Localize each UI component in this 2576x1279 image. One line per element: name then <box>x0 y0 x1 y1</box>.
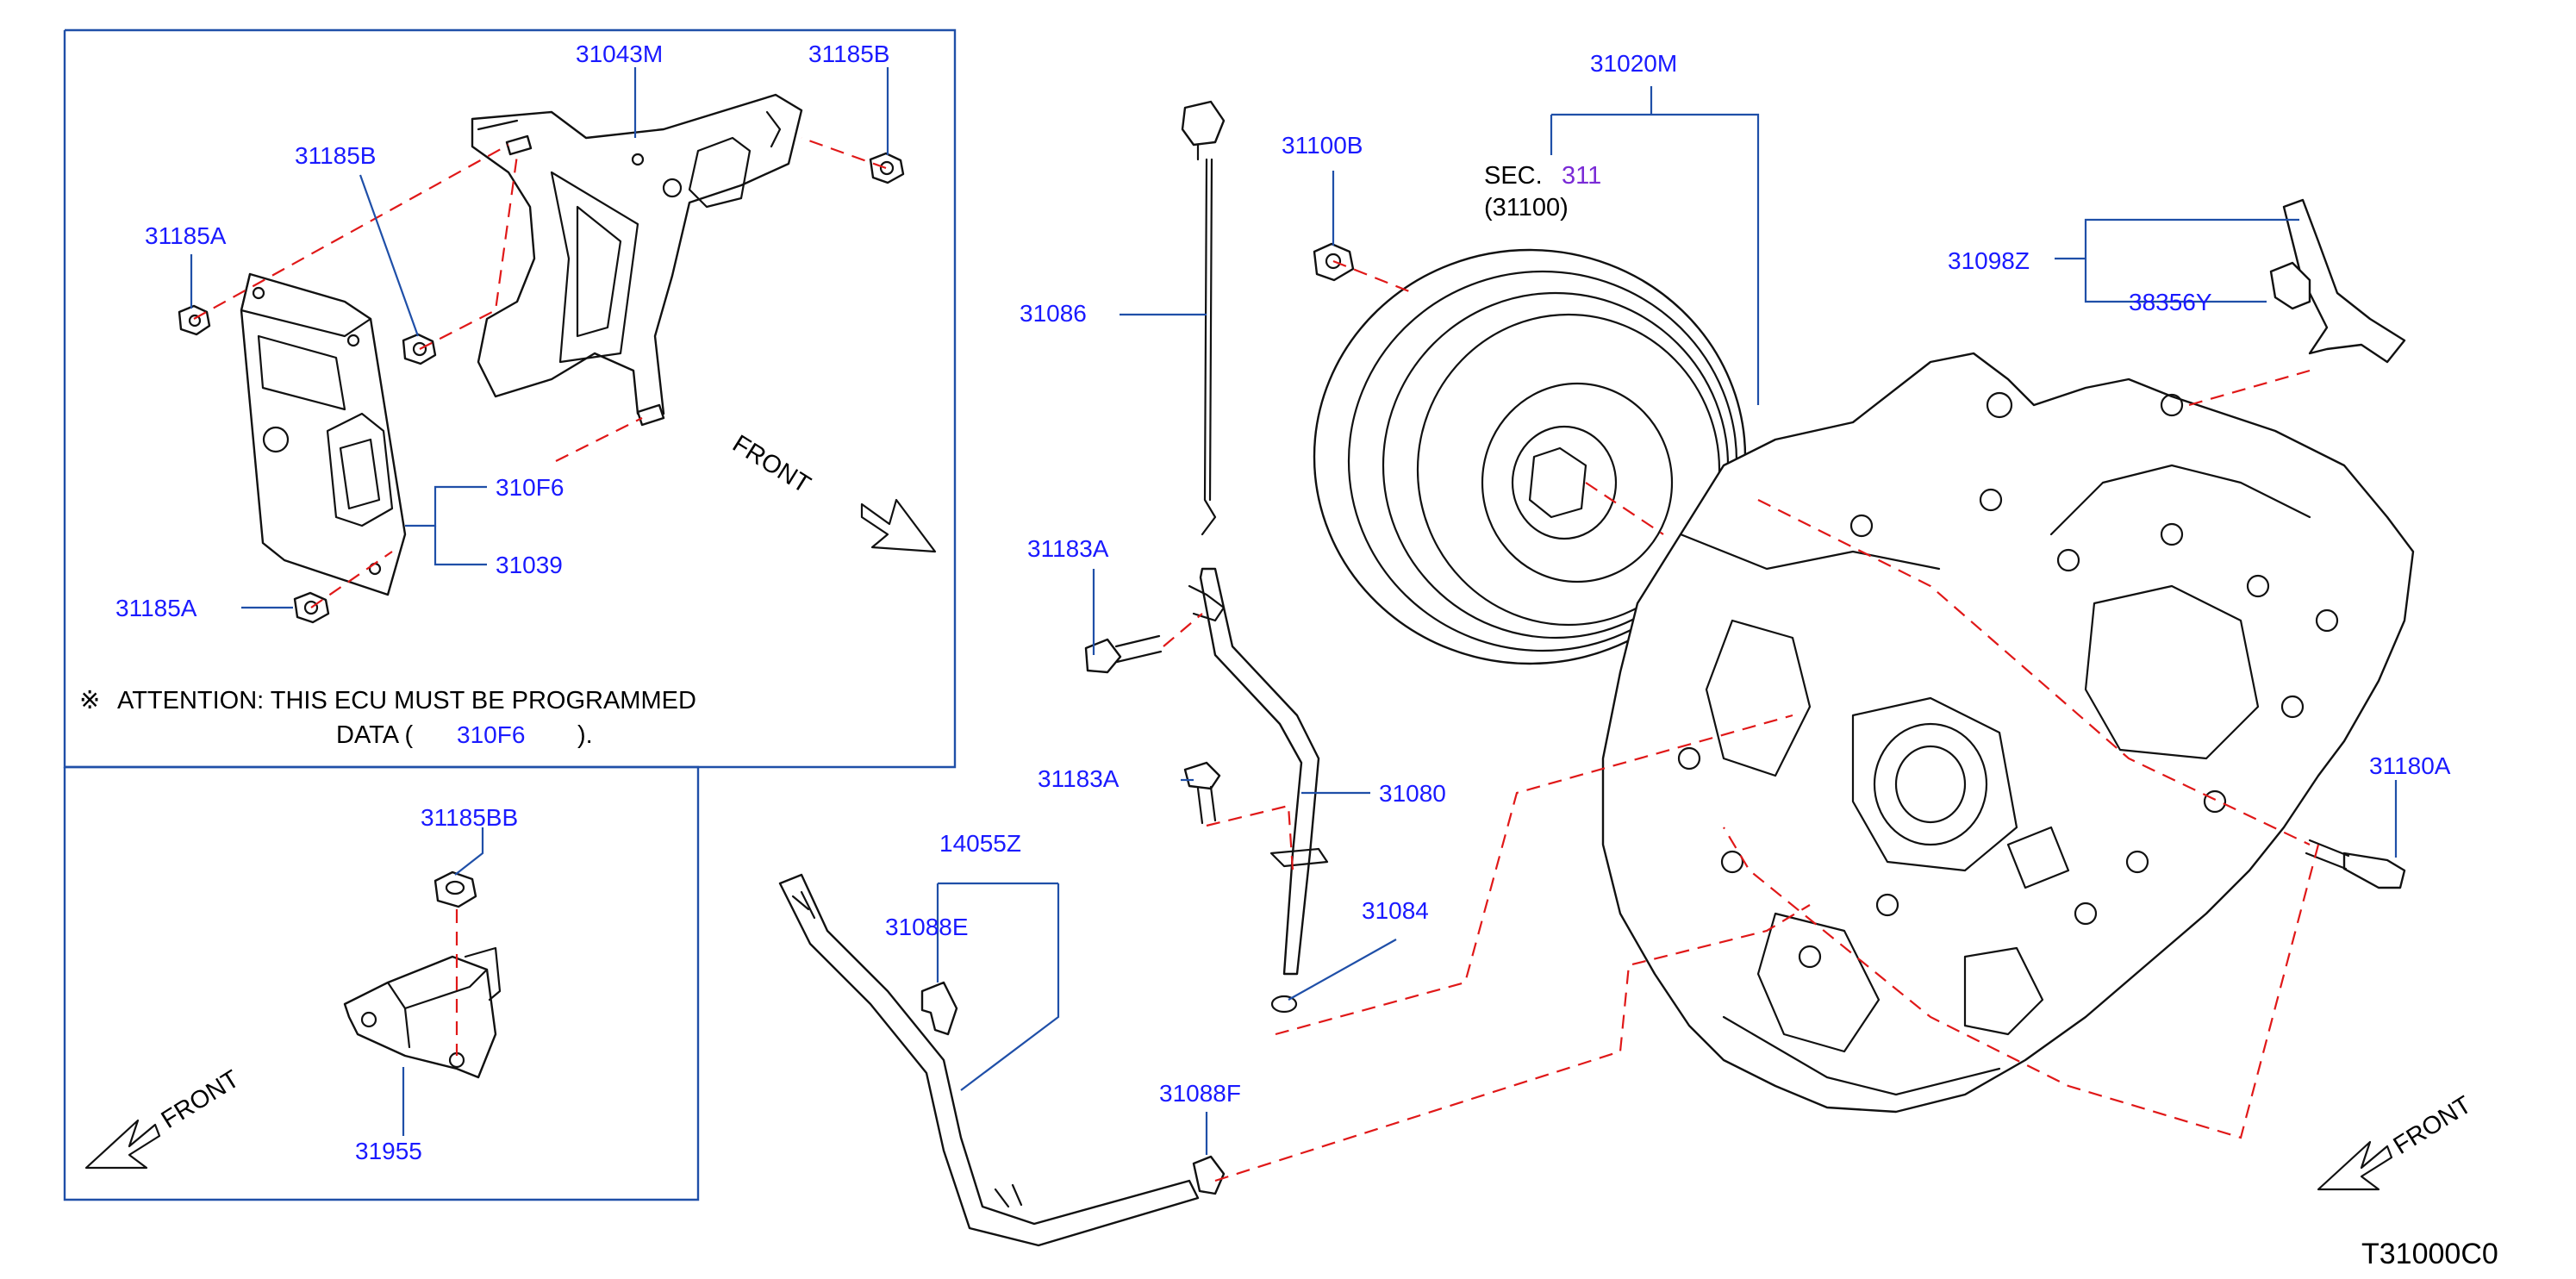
front-arrow-main-icon <box>2317 1140 2393 1191</box>
part-31039[interactable]: 31039 <box>496 552 563 578</box>
lower-inset-guides <box>402 827 484 1136</box>
tcm-ecu <box>240 272 407 596</box>
front-indicator-lower: FRONT <box>84 1065 245 1170</box>
bracket-stud-top <box>505 134 533 156</box>
lower-inset-labels: 31185BB 31955 <box>355 804 518 1164</box>
part-31183A-bottom[interactable]: 31183A <box>1038 765 1120 792</box>
part-31084[interactable]: 31084 <box>1362 897 1429 924</box>
clip-31088F <box>1192 1155 1226 1195</box>
bolt-31183A-top <box>1084 634 1163 674</box>
part-31185A-top[interactable]: 31185A <box>145 222 227 249</box>
attention-part-310F6[interactable]: 310F6 <box>457 721 525 748</box>
pressure-sensor <box>343 946 502 1079</box>
section-sub: (31100) <box>1484 194 1569 221</box>
ecu-bracket <box>471 93 803 415</box>
front-label-upper: FRONT <box>727 430 815 499</box>
sensor-nut-31185BB <box>433 870 477 908</box>
part-31185B-mid[interactable]: 31185B <box>295 142 376 169</box>
nut-31185B-top <box>869 152 905 184</box>
section-label: SEC. <box>1484 162 1543 190</box>
attention-mark: ※ <box>79 687 100 714</box>
transmission-case <box>1601 352 2415 1114</box>
part-31100B[interactable]: 31100B <box>1282 132 1363 159</box>
main-labels: 31086 31100B 31183A 31183A 31080 31084 1… <box>885 50 2451 1107</box>
front-label-main: FRONT <box>2389 1091 2477 1160</box>
part-31020M[interactable]: 31020M <box>1590 50 1677 77</box>
part-31185A-bottom[interactable]: 31185A <box>115 595 197 621</box>
upper-inset-frame <box>63 28 957 769</box>
part-31955[interactable]: 31955 <box>355 1138 422 1164</box>
front-label-lower: FRONT <box>157 1065 245 1134</box>
o-ring-31084 <box>1270 995 1298 1014</box>
part-31183A-top[interactable]: 31183A <box>1027 535 1109 562</box>
bolt-31183A-bottom <box>1183 761 1221 825</box>
main-leaders <box>936 86 2398 1155</box>
part-31043M[interactable]: 31043M <box>576 41 663 67</box>
attention-line-2-suffix: ). <box>577 721 593 749</box>
upper-inset-dashed-guides <box>193 136 887 608</box>
part-31180A[interactable]: 31180A <box>2369 752 2451 779</box>
section-number-link[interactable]: 311 <box>1562 162 1601 190</box>
part-31185BB[interactable]: 31185BB <box>421 804 518 831</box>
breather-tube-31098Z <box>2282 198 2406 364</box>
section-reference: SEC. 311 (31100) <box>1484 162 1601 221</box>
part-38356Y[interactable]: 38356Y <box>2129 289 2212 315</box>
cap-38356Y <box>2269 261 2311 310</box>
upper-inset-labels: 31043M 31185B 31185B 31185A 310F6 31039 … <box>115 41 889 621</box>
clip-31088E <box>920 981 958 1036</box>
attention-note: ※ ATTENTION: THIS ECU MUST BE PROGRAMMED… <box>79 687 696 749</box>
part-31080[interactable]: 31080 <box>1379 780 1446 807</box>
bracket-stud-bottom <box>636 403 665 427</box>
main-dashed-guides-left <box>1163 613 1294 871</box>
part-31086[interactable]: 31086 <box>1020 300 1087 327</box>
nut-31185B-mid <box>402 333 437 365</box>
part-31098Z[interactable]: 31098Z <box>1948 247 2030 274</box>
attention-line-2-prefix: DATA ( <box>336 721 413 749</box>
nut-31185A-top <box>178 304 211 336</box>
front-indicator-upper: FRONT <box>727 430 937 553</box>
front-indicator-main: FRONT <box>2317 1091 2477 1191</box>
breather-hose <box>778 873 1200 1247</box>
drawing-code: T31000C0 <box>2361 1238 2498 1270</box>
front-arrow-upper-icon <box>860 498 937 553</box>
part-14055Z[interactable]: 14055Z <box>939 830 1021 857</box>
part-31088F[interactable]: 31088F <box>1159 1080 1241 1107</box>
bolt-31180A <box>2305 839 2406 889</box>
filler-tube <box>1188 567 1329 976</box>
upper-inset-leaders <box>190 67 889 609</box>
part-31185B-top[interactable]: 31185B <box>808 41 889 67</box>
part-310F6[interactable]: 310F6 <box>496 474 564 501</box>
front-arrow-lower-icon <box>84 1119 161 1170</box>
dipstick <box>1181 100 1226 536</box>
attention-line-1: ATTENTION: THIS ECU MUST BE PROGRAMMED <box>117 687 696 714</box>
lower-inset-frame <box>63 765 700 1201</box>
main-dashed-guides <box>1214 259 2320 1182</box>
part-31088E[interactable]: 31088E <box>885 914 969 940</box>
